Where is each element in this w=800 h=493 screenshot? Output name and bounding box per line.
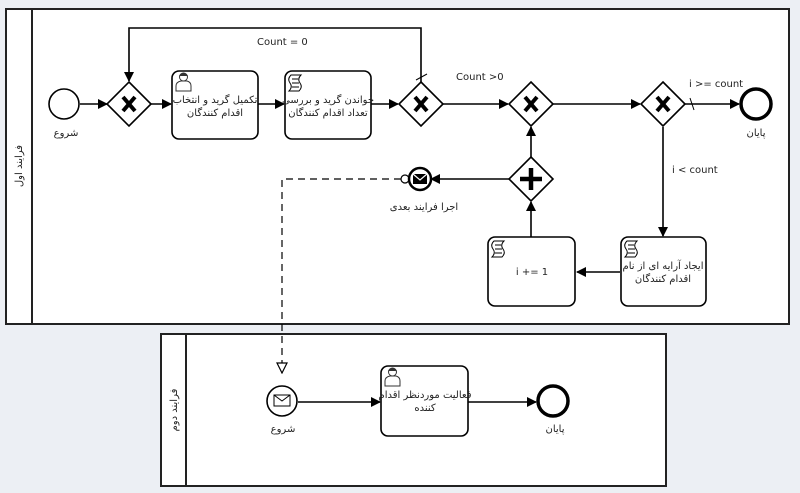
task-increment-line1: i += 1	[516, 267, 548, 278]
pool-1[interactable]: فرایند اول	[5, 8, 790, 325]
plus-icon	[520, 168, 542, 190]
envelope-icon	[273, 394, 291, 407]
start-event-1[interactable]: شروع	[48, 88, 80, 139]
task-fill-grid-line1: تکمیل گرید و انتخاب	[173, 94, 258, 106]
script-icon	[623, 240, 639, 258]
pool-2-label: فرایند دوم	[169, 388, 180, 431]
task-create-array-line1: ایجاد آرایه ای از نام	[623, 259, 704, 272]
end-event-2[interactable]: پایان	[536, 384, 570, 435]
end-event-1-label: پایان	[746, 128, 765, 139]
envelope-icon	[412, 173, 428, 184]
end-event-1[interactable]: پایان	[739, 87, 773, 139]
task-create-array[interactable]: ایجاد آرایه ای از نام اقدام کنندگان	[620, 236, 707, 307]
script-icon	[287, 74, 303, 92]
flow-g2-g1-loop[interactable]	[124, 27, 422, 82]
user-icon	[175, 72, 192, 92]
task-participant-activity-line1: فعالیت موردنظر اقدام	[379, 390, 472, 401]
x-icon	[121, 95, 137, 113]
x-icon	[523, 95, 539, 113]
x-icon	[413, 95, 429, 113]
task-fill-grid-line2: اقدام کنندگان	[187, 107, 243, 119]
exclusive-gateway-2[interactable]	[397, 80, 445, 128]
task-increment[interactable]: i += 1	[487, 236, 576, 307]
message-throw-event-label: اجرا فرایند بعدی	[390, 202, 458, 213]
message-start-event[interactable]: شروع	[266, 385, 298, 435]
flow-label-i-lt-count: i < count	[672, 165, 718, 176]
end-event-2-label: پایان	[545, 424, 564, 435]
task-read-grid[interactable]: خواندن گرید و بررسی تعداد اقدام کنندگان	[282, 70, 374, 140]
task-read-grid-line1: خواندن گرید و بررسی	[282, 94, 374, 106]
flow-label-i-ge-count: i >= count	[689, 79, 743, 90]
script-icon	[490, 240, 506, 258]
message-throw-event[interactable]: اجرا فرایند بعدی	[390, 166, 458, 213]
exclusive-gateway-3[interactable]	[507, 80, 555, 128]
task-create-array-line2: اقدام کنندگان	[635, 273, 691, 285]
exclusive-gateway-4[interactable]	[639, 80, 687, 128]
flow-label-count-zero: Count = 0	[257, 37, 308, 48]
pool-1-label: فرایند اول	[14, 145, 25, 187]
task-fill-grid[interactable]: تکمیل گرید و انتخاب اقدام کنندگان	[171, 70, 259, 140]
parallel-gateway[interactable]	[507, 155, 555, 203]
start-event-1-label: شروع	[54, 128, 79, 139]
user-icon	[384, 367, 401, 387]
task-read-grid-line2: تعداد اقدام کنندگان	[288, 107, 368, 119]
exclusive-gateway-1[interactable]	[105, 80, 153, 128]
task-participant-activity-line2: کننده	[414, 403, 436, 414]
message-start-event-label: شروع	[271, 424, 296, 435]
flow-label-count-gt-zero: Count >0	[456, 72, 504, 83]
x-icon	[655, 95, 671, 113]
task-participant-activity[interactable]: فعالیت موردنظر اقدام کننده	[379, 365, 472, 437]
